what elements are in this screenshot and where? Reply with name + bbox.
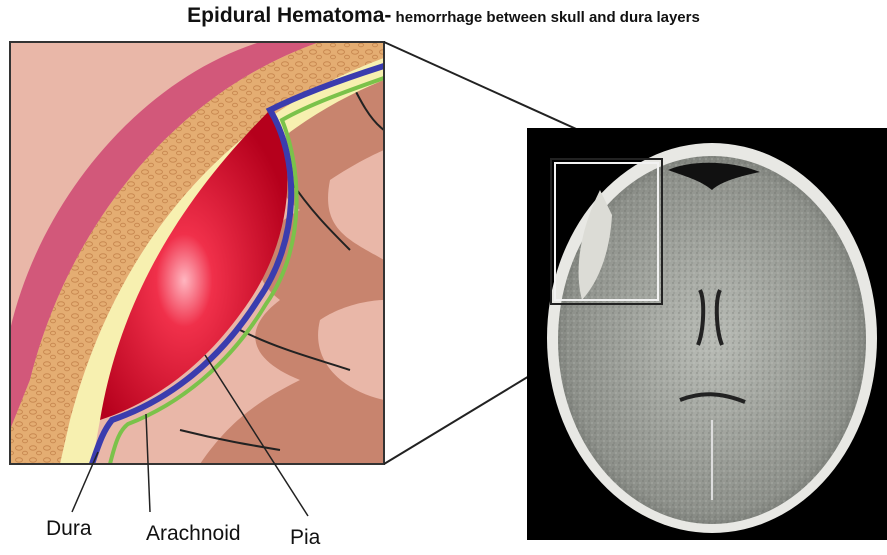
label-pia: Pia [290, 526, 320, 550]
label-dura: Dura [46, 517, 92, 541]
label-arachnoid: Arachnoid [146, 522, 241, 546]
ct-scan-image [527, 128, 887, 540]
layers-illustration [10, 42, 384, 464]
